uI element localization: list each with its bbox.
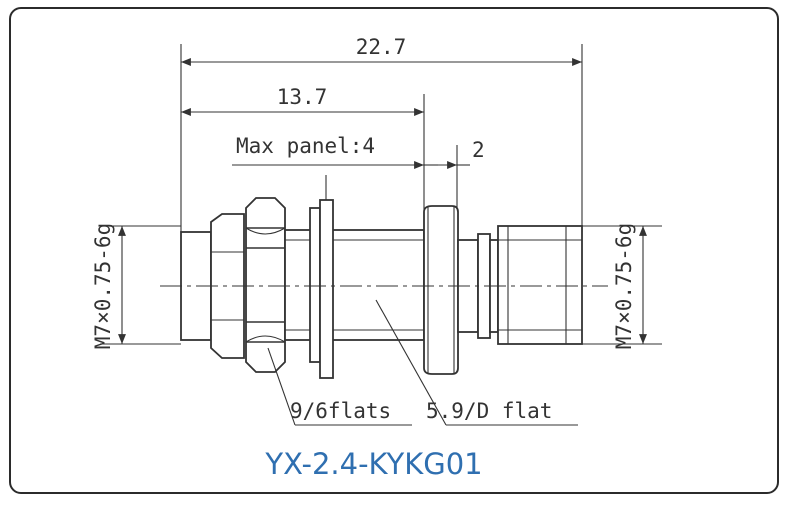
extension-lines — [180, 44, 583, 232]
model-number: YX-2.4-KYKG01 — [264, 447, 482, 481]
flange — [423, 205, 459, 375]
drawing-frame — [9, 7, 779, 494]
overall-length-label: 22.7 — [356, 35, 407, 59]
threaded-barrel — [284, 229, 425, 341]
connector-body — [180, 197, 583, 379]
thread-left-label: M7×0.75-6g — [91, 223, 115, 349]
panel — [319, 199, 334, 379]
dimension-lines — [100, 58, 662, 345]
right-threaded-end — [497, 225, 583, 345]
leader-lines — [267, 299, 578, 426]
flange-width-label: 2 — [472, 138, 485, 162]
nut-flats-label: 9/6flats — [290, 399, 391, 423]
max-panel-label: Max panel:4 — [236, 134, 375, 158]
thread-right-label: M7×0.75-6g — [612, 223, 636, 349]
d-flat-label: 5.9/D flat — [426, 399, 552, 423]
hex-nut — [245, 197, 286, 373]
inner-hex-body — [210, 213, 245, 359]
lock-washer — [309, 207, 321, 363]
flange-length-label: 13.7 — [277, 85, 328, 109]
